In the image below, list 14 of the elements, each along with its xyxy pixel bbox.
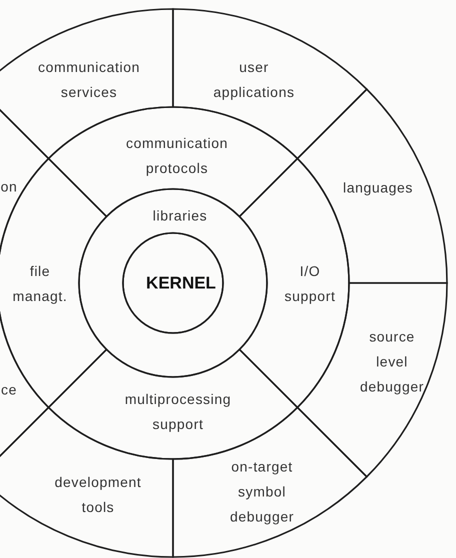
segment-label: communication services xyxy=(37,58,141,102)
segment-label: development tools xyxy=(54,473,142,517)
segment-label: on-target symbol debugger xyxy=(229,458,295,526)
segment-label: user applications xyxy=(212,58,296,102)
segment-label: communication protocols xyxy=(125,134,229,178)
segment-label: source level debugger xyxy=(359,328,425,396)
segment-label: file managt. xyxy=(12,262,68,306)
segment-label: multiprocessing support xyxy=(124,390,232,434)
segment-label: ce xyxy=(1,380,17,400)
segment-label: on xyxy=(0,178,18,196)
segment-label: languages xyxy=(343,178,413,198)
segment-label: I/O support xyxy=(284,262,336,306)
segment-label: libraries xyxy=(152,206,208,226)
segment-label: KERNEL xyxy=(145,272,217,294)
